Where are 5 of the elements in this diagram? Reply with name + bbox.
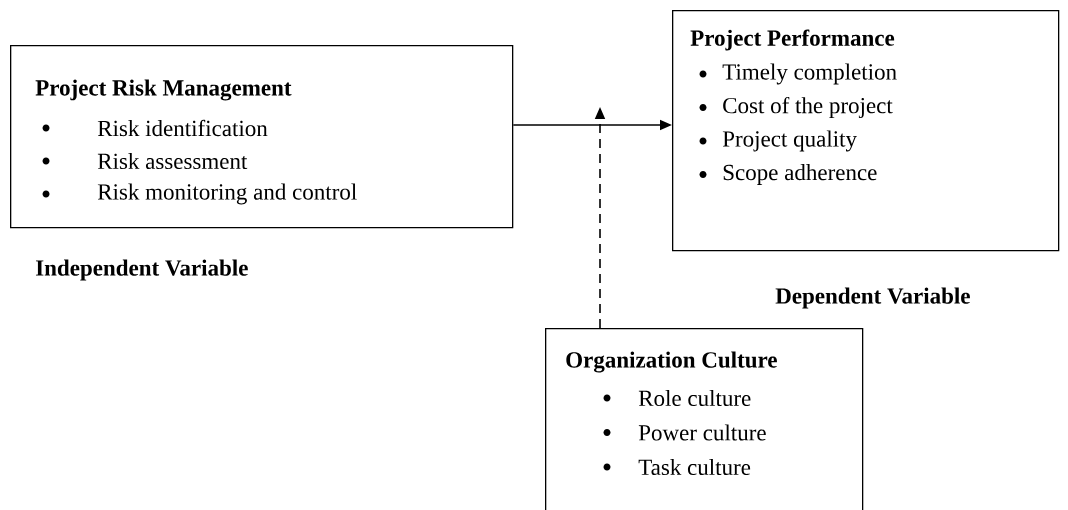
text-box: Project Performance Timely completion Cost of the project Project quality Scope adherence [672,10,1060,252]
variable-label: Dependent Variable [775,287,970,309]
variable-label: Independent Variable [36,259,248,281]
text-box: Organization Culture Role culture Power culture Task culture [545,328,864,510]
text-box: Project Risk Management Risk identification Risk assessment Risk monitoring and control [10,45,514,229]
